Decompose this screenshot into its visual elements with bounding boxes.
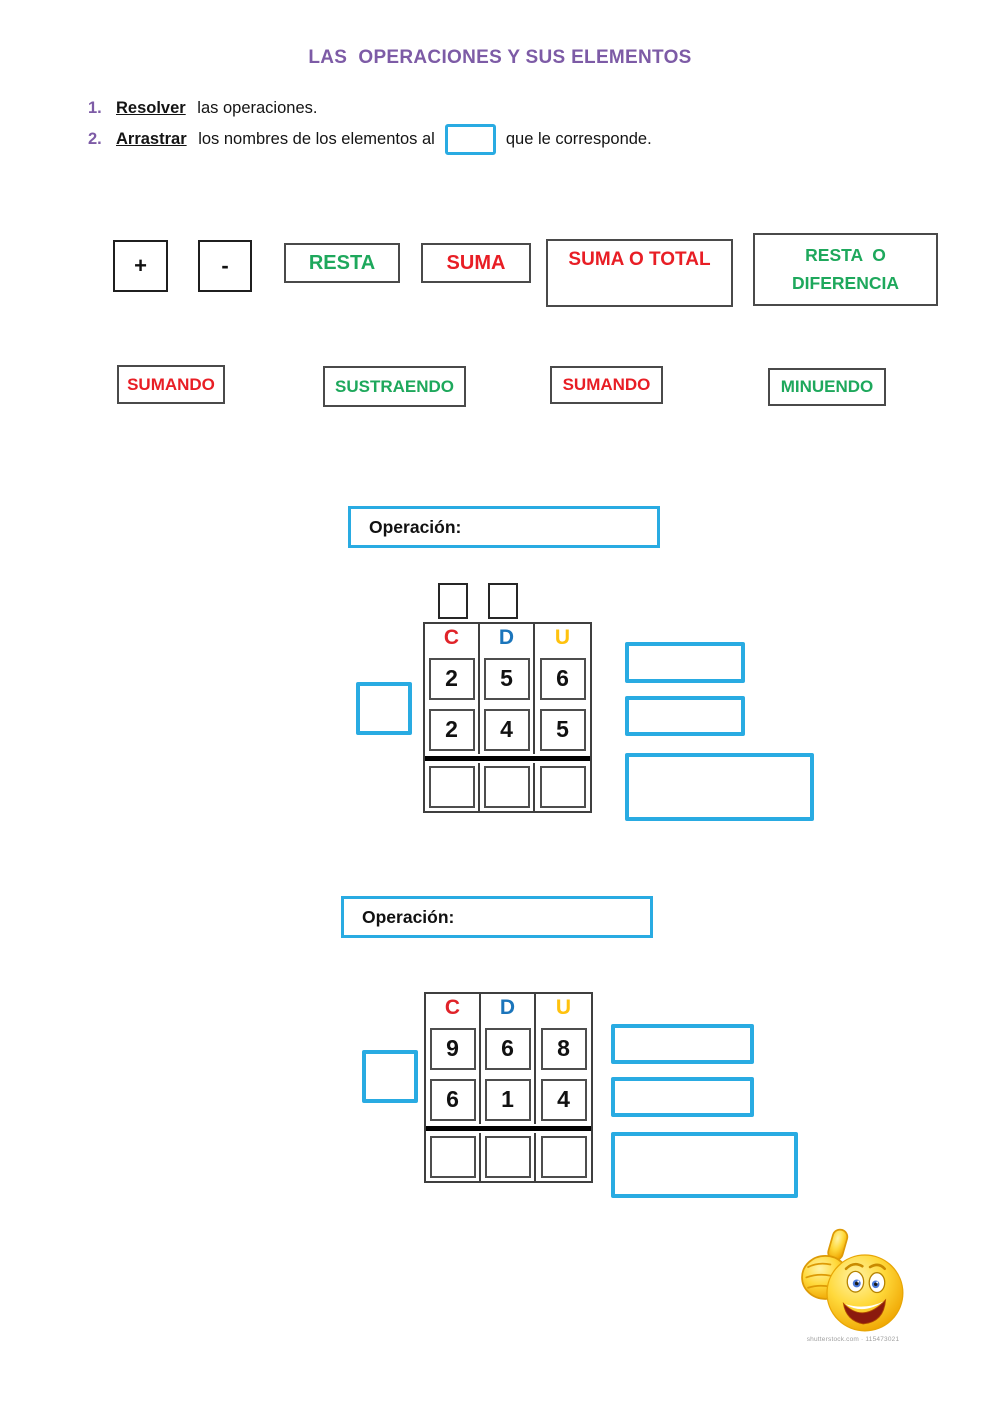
operation1-header-C: C: [425, 624, 480, 652]
instruction-2-verb: Arrastrar: [116, 130, 187, 148]
operation1-answer-r3c2[interactable]: [483, 766, 530, 808]
operation1-name-box[interactable]: Operación:: [348, 506, 660, 548]
instruction-2-text-after: que le corresponde.: [505, 130, 652, 148]
operation2-place-value-table: C D U 9 6 8 6 1 4: [424, 992, 593, 1183]
example-drop-box: [444, 124, 496, 155]
drag-word-plus[interactable]: +: [113, 240, 168, 292]
operation1-carry-box-1[interactable]: [438, 583, 468, 619]
operation2-digit-r2c3: 4: [540, 1078, 587, 1121]
operation1-row1-dropzone[interactable]: [625, 642, 745, 683]
thumbs-up-smiley-icon: [801, 1228, 904, 1332]
operation2-answer-r3c3[interactable]: [540, 1136, 587, 1178]
instruction-1-verb: Resolver: [116, 99, 186, 117]
thumbs-up-smiley-emoji: [793, 1224, 911, 1336]
operation2-answer-r3c2[interactable]: [484, 1136, 531, 1178]
drag-word-sumando-2[interactable]: SUMANDO: [550, 366, 663, 404]
resta-o-diferencia-line1: RESTA O: [805, 245, 886, 266]
operation2-answer-r3c1[interactable]: [429, 1136, 476, 1178]
operation1-digit-r1c3: 6: [539, 657, 586, 700]
drag-word-sustraendo[interactable]: SUSTRAENDO: [323, 366, 466, 407]
operation1-place-value-table: C D U 2 5 6 2 4 5: [423, 622, 592, 813]
operation1-sign-dropzone[interactable]: [356, 682, 412, 735]
operation2-digit-r2c1: 6: [429, 1078, 476, 1121]
operation2-digit-r2c2: 1: [484, 1078, 531, 1121]
drag-word-minuendo[interactable]: MINUENDO: [768, 368, 886, 406]
operation2-label: Operación:: [362, 906, 455, 927]
drag-word-resta[interactable]: RESTA: [284, 243, 400, 283]
operation2-digit-r1c1: 9: [429, 1027, 476, 1070]
operation1-digit-r2c3: 5: [539, 708, 586, 751]
drag-word-minus[interactable]: -: [198, 240, 252, 292]
drag-word-sumando-1[interactable]: SUMANDO: [117, 365, 225, 404]
page-title: LAS OPERACIONES Y SUS ELEMENTOS: [308, 47, 692, 68]
operation1-header-U: U: [554, 626, 571, 649]
sumando-1-label: SUMANDO: [127, 374, 215, 394]
operation2-sign-dropzone[interactable]: [362, 1050, 418, 1103]
drag-word-suma[interactable]: SUMA: [421, 243, 531, 283]
instruction-1-number: 1.: [88, 99, 102, 117]
operation2-digit-r1c2: 6: [484, 1027, 531, 1070]
suma-o-total-label: SUMA O TOTAL: [568, 249, 711, 270]
operation1-label: Operación:: [369, 516, 462, 537]
operation1-digit-r1c1: 2: [428, 657, 475, 700]
operation2-digit-r1c3: 8: [540, 1027, 587, 1070]
minuendo-label: MINUENDO: [780, 377, 874, 396]
operation2-row1-dropzone[interactable]: [611, 1024, 754, 1064]
suma-label: SUMA: [446, 251, 506, 274]
operation1-answer-r3c1[interactable]: [428, 766, 475, 808]
instruction-2-text-before: los nombres de los elementos al: [193, 130, 435, 148]
operation1-sum-line: [425, 754, 590, 763]
instruction-2: 2. Arrastrar los nombres de los elemento…: [88, 124, 652, 155]
operation2-row2-dropzone[interactable]: [611, 1077, 754, 1117]
stock-watermark: shutterstock.com · 115473021: [806, 1336, 900, 1343]
operation2-header-U: U: [555, 996, 572, 1019]
instruction-2-number: 2.: [88, 130, 102, 148]
operation1-carry-box-2[interactable]: [488, 583, 518, 619]
operation1-row2-dropzone[interactable]: [625, 696, 745, 736]
operation1-header-D: D: [480, 624, 535, 652]
operation1-digit-r1c2: 5: [483, 657, 530, 700]
operation1-digit-r2c2: 4: [483, 708, 530, 751]
operation1-result-dropzone[interactable]: [625, 753, 814, 821]
operation1-digit-r2c1: 2: [428, 708, 475, 751]
drag-word-suma-o-total[interactable]: SUMA O TOTAL: [546, 239, 733, 307]
operation2-result-dropzone[interactable]: [611, 1132, 798, 1198]
operation2-header-C: C: [426, 994, 481, 1022]
instruction-1: 1. Resolver las operaciones.: [88, 99, 317, 118]
sumando-2-label: SUMANDO: [562, 375, 651, 394]
operation2-name-box[interactable]: Operación:: [341, 896, 653, 938]
instruction-1-text: las operaciones.: [192, 99, 318, 117]
resta-label: RESTA: [308, 251, 376, 274]
operation2-sum-line: [426, 1124, 591, 1133]
plus-sign-label: +: [134, 253, 147, 278]
sustraendo-label: SUSTRAENDO: [334, 376, 454, 396]
operation1-answer-r3c3[interactable]: [539, 766, 586, 808]
drag-word-resta-o-diferencia[interactable]: RESTA O DIFERENCIA: [753, 233, 938, 306]
operation2-header-D: D: [481, 994, 536, 1022]
minus-sign-label: -: [221, 253, 229, 278]
resta-o-diferencia-line2: DIFERENCIA: [792, 272, 899, 293]
